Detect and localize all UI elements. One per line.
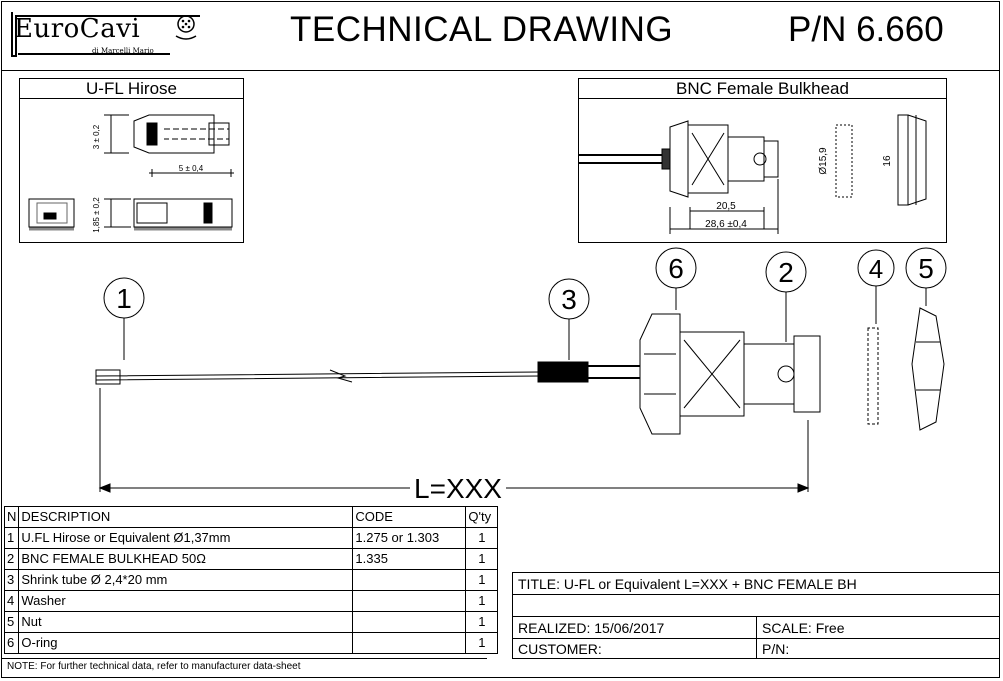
callout-5: 5: [918, 253, 934, 284]
callout-3: 3: [561, 284, 577, 315]
bom-header-row: N DESCRIPTION CODE Q'ty: [3, 506, 499, 528]
bom-header-description: DESCRIPTION: [18, 506, 354, 528]
bnc-panel-title: BNC Female Bulkhead: [578, 78, 947, 99]
bom-row: 4 Washer 1: [3, 590, 499, 612]
bom-qty: 1: [465, 527, 499, 549]
bom-n: 4: [3, 590, 20, 612]
bom-n: 5: [3, 611, 20, 633]
bom-qty: 1: [465, 590, 499, 612]
bom-n: 3: [3, 569, 20, 591]
bom-header-code: CODE: [352, 506, 467, 528]
bom-n: 1: [3, 527, 20, 549]
part-number: P/N 6.660: [788, 10, 944, 49]
title-block-divider: [756, 616, 757, 659]
logo-subtitle: di Marcelli Mario: [92, 47, 154, 55]
logo-text: EuroCavi: [14, 14, 141, 44]
bom-n: 2: [3, 548, 20, 570]
header-divider: [1, 70, 1000, 71]
bom-qty: 1: [465, 548, 499, 570]
bom-code: 1.335: [352, 548, 467, 570]
title-block-customer: CUSTOMER:: [518, 641, 602, 657]
callout-4: 4: [869, 254, 883, 284]
bom-row: 6 O-ring 1: [3, 632, 499, 654]
logo-graphic: [11, 12, 200, 57]
bnc-dim-dia: Ø15,9: [818, 147, 829, 175]
company-logo: [10, 10, 206, 60]
bom-header-qty: Q'ty: [465, 506, 499, 528]
bom-row: 1 U.FL Hirose or Equivalent Ø1,37mm 1.27…: [3, 527, 499, 549]
title-block-realized: REALIZED: 15/06/2017: [518, 620, 665, 636]
bom-description: Washer: [18, 590, 354, 612]
bom-qty: 1: [465, 611, 499, 633]
callout-2: 2: [778, 257, 794, 288]
title-block-divider: [512, 594, 1000, 595]
callout-6: 6: [668, 253, 684, 284]
bom-description: Shrink tube Ø 2,4*20 mm: [18, 569, 354, 591]
bom-code: [352, 611, 467, 633]
bom-code: [352, 590, 467, 612]
title-block-pn: P/N:: [762, 641, 790, 657]
bnc-dim-len-b: 28,6 ±0,4: [705, 219, 747, 230]
bom-n: 6: [3, 632, 20, 654]
ufl-detail-drawing: 3 ± 0,2 5 ± 0,4 1,85 ± 0,2: [28, 114, 234, 233]
bom-code: 1.275 or 1.303: [352, 527, 467, 549]
page-title: TECHNICAL DRAWING: [290, 10, 674, 49]
bnc-dim-hex: 16: [882, 155, 893, 167]
bnc-dim-len-a: 20,5: [716, 201, 736, 212]
ufl-dim-height: 3 ± 0,2: [92, 124, 101, 149]
bom-table: N DESCRIPTION CODE Q'ty 1 U.FL Hirose or…: [3, 506, 499, 654]
bom-qty: 1: [465, 569, 499, 591]
note-divider: [1, 658, 487, 659]
bom-description: BNC FEMALE BULKHEAD 50Ω: [18, 548, 354, 570]
bom-note: NOTE: For further technical data, refer …: [7, 661, 301, 672]
ufl-panel-title: U-FL Hirose: [19, 78, 244, 99]
title-block-title: TITLE: U-FL or Equivalent L=XXX + BNC FE…: [518, 576, 857, 592]
bnc-detail-drawing: 20,5 28,6 ±0,4 Ø15,9 16: [578, 114, 927, 234]
bom-row: 3 Shrink tube Ø 2,4*20 mm 1: [3, 569, 499, 591]
bom-row: 5 Nut 1: [3, 611, 499, 633]
bom-description: O-ring: [18, 632, 354, 654]
bom-code: [352, 569, 467, 591]
bom-description: Nut: [18, 611, 354, 633]
bom-header-n: N: [3, 506, 20, 528]
length-label: L=XXX: [414, 473, 502, 504]
bom-row: 2 BNC FEMALE BULKHEAD 50Ω 1.335 1: [3, 548, 499, 570]
bom-description: U.FL Hirose or Equivalent Ø1,37mm: [18, 527, 354, 549]
bom-code: [352, 632, 467, 654]
assembly-drawing: L=XXX 1 2 3 4 5 6: [95, 247, 947, 504]
ufl-dim-low: 1,85 ± 0,2: [92, 197, 101, 233]
ufl-dim-width: 5 ± 0,4: [179, 164, 204, 173]
title-block-scale: SCALE: Free: [762, 620, 845, 636]
bom-qty: 1: [465, 632, 499, 654]
callout-1: 1: [116, 283, 132, 314]
